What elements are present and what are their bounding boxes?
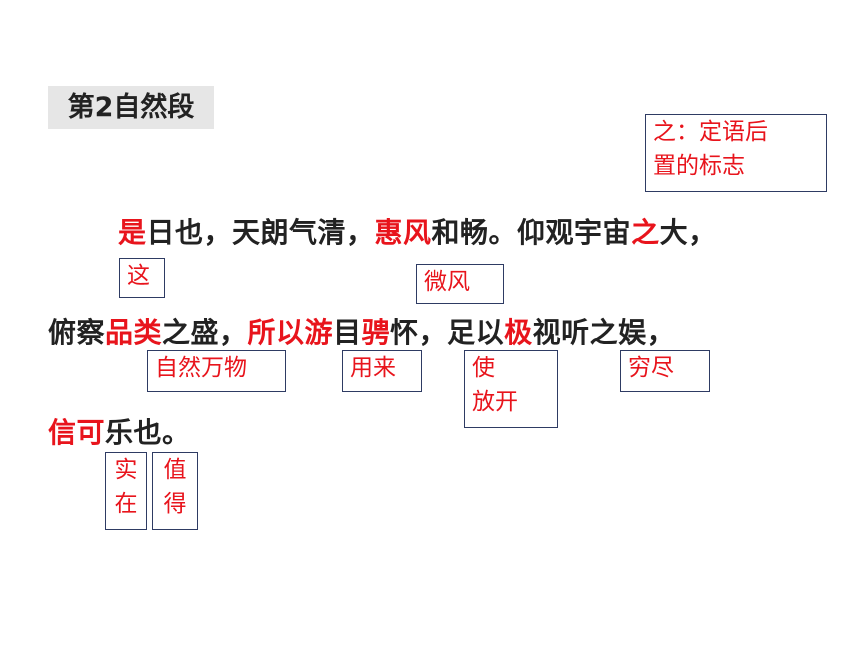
section-heading: 第2自然段 [48,86,214,129]
word-ji: 极 [504,316,533,349]
text-segment: 目 [333,316,362,349]
note-shi-fangkai: 使 放开 [464,350,558,428]
text-segment: 俯察 [48,316,106,349]
note-qiongjin: 穷尽 [620,350,710,392]
note-line-2: 得 [163,491,187,517]
text-segment: 怀，足以 [390,316,505,349]
text-segment: 之盛， [162,316,248,349]
note-line-1: 之：定语后 [653,119,768,145]
word-cheng: 骋 [361,316,391,349]
note-ziranwanwu: 自然万物 [147,350,286,392]
note-attributive-marker: 之：定语后 置的标志 [645,114,827,192]
note-line-1: 使 [472,355,495,381]
note-line-2: 放开 [472,389,518,415]
word-shi: 是 [118,216,147,249]
word-xinke: 信可 [48,416,106,449]
word-zhi: 之 [631,216,660,249]
text-segment: 视听之娱， [532,316,676,349]
note-shizai: 实 在 [105,452,147,530]
note-line-1: 值 [163,457,187,483]
note-zhe: 这 [119,258,165,298]
text-line-2: 俯察品类之盛，所以游目骋怀，足以极视听之娱， [48,311,675,351]
word-suoyiyou: 所以游 [247,316,334,349]
text-segment: 乐也。 [105,416,191,449]
word-huifeng: 惠风 [374,216,432,249]
text-segment: 大， [659,216,717,249]
word-pinlei: 品类 [105,316,163,349]
note-line-1: 实 [114,457,138,483]
text-line-1: 是日也，天朗气清，惠风和畅。仰观宇宙之大， [118,211,717,251]
note-zhide: 值 得 [152,452,198,530]
note-line-2: 置的标志 [653,153,745,179]
note-weifeng: 微风 [416,264,504,304]
text-segment: 日也，天朗气清， [146,216,375,249]
note-line-2: 在 [114,491,138,517]
note-yonglai: 用来 [342,350,422,392]
text-segment: 和畅。仰观宇宙 [431,216,632,249]
text-line-3: 信可乐也。 [48,411,191,451]
